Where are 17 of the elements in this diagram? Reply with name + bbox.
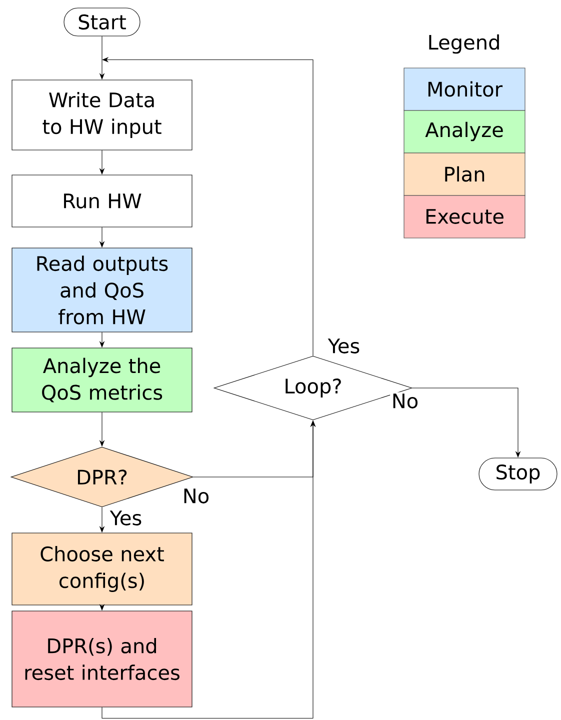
arrow: [102, 57, 314, 356]
process-box: Read outputs and QoS from HW: [12, 248, 192, 332]
terminal-box: Stop: [478, 458, 558, 490]
legend-entry: Execute: [404, 195, 526, 238]
process-box: Write Data to HW input: [12, 80, 192, 150]
process-box: DPR(s) and reset interfaces: [12, 610, 192, 708]
legend-entry: Analyze: [404, 110, 526, 154]
process-box: Choose next config(s): [12, 532, 192, 606]
legend-entry: Plan: [404, 152, 526, 196]
edge-label: No: [390, 392, 420, 410]
legend-title: Legend: [429, 34, 499, 54]
process-box: Run HW: [12, 174, 192, 228]
terminal-box: Start: [64, 8, 140, 36]
process-box: Analyze the QoS metrics: [12, 348, 192, 412]
legend-entry: Monitor: [404, 68, 526, 111]
edge-label: Yes: [108, 509, 144, 527]
edge-label: Yes: [326, 337, 362, 355]
